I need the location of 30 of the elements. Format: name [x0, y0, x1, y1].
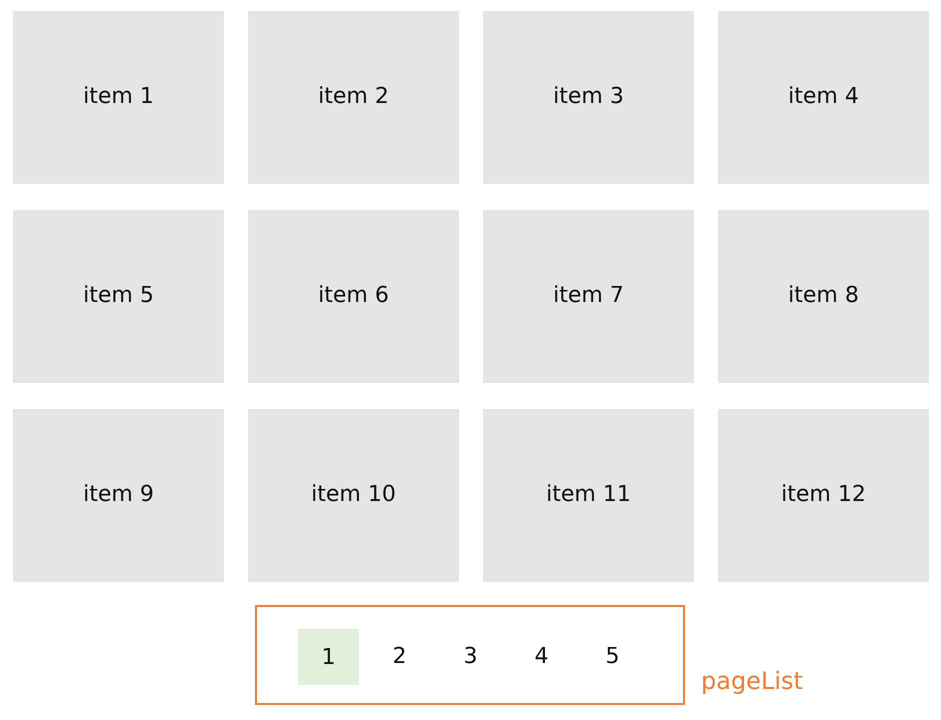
item-card — [248, 210, 459, 383]
item-label: item 8 — [788, 283, 859, 310]
current-page-button: 1 — [298, 629, 359, 685]
page-number: 3 — [462, 642, 478, 671]
item-card — [718, 210, 929, 383]
item-label: item 10 — [311, 482, 396, 509]
item-card — [483, 409, 694, 582]
item-card — [13, 409, 224, 582]
item-card — [13, 11, 224, 184]
item-label: item 1 — [83, 84, 154, 111]
item-label: item 6 — [318, 283, 389, 310]
item-card — [13, 210, 224, 383]
item-label: item 7 — [553, 283, 624, 310]
item-card — [248, 409, 459, 582]
item-card — [483, 210, 694, 383]
item-label: item 9 — [83, 482, 154, 509]
page-number: 5 — [604, 642, 620, 671]
item-card — [483, 11, 694, 184]
item-label: item 5 — [83, 283, 154, 310]
item-label: item 3 — [553, 84, 624, 111]
item-card — [718, 11, 929, 184]
item-label: item 11 — [546, 482, 631, 509]
item-label: item 4 — [788, 84, 859, 111]
item-card — [718, 409, 929, 582]
item-label: item 2 — [318, 84, 389, 111]
page-number: 4 — [534, 642, 550, 671]
pagination-label: pageList — [701, 667, 803, 696]
item-label: item 12 — [781, 482, 866, 509]
page-number: 2 — [392, 642, 408, 671]
item-card — [248, 11, 459, 184]
